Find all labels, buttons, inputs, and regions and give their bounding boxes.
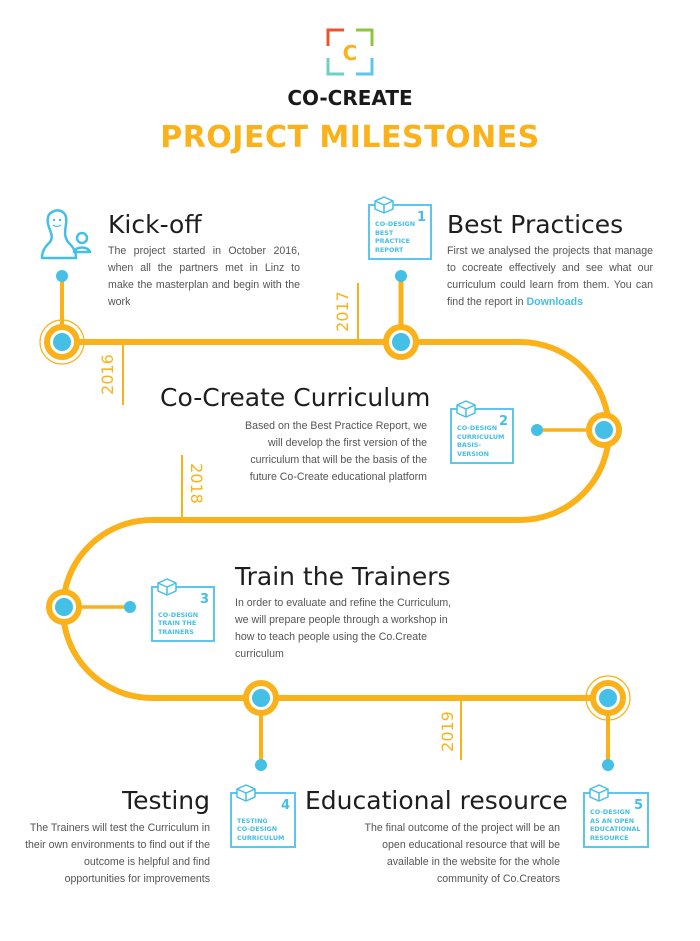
badge-number: 1 bbox=[416, 210, 426, 225]
badge-label: TESTING CO-DESIGN CURRICULUM bbox=[237, 816, 285, 842]
badge-number: 5 bbox=[633, 798, 643, 813]
badge-number: 4 bbox=[280, 798, 290, 813]
milestone-desc-best-practices: First we analysed the projects that mana… bbox=[447, 245, 653, 308]
badge-open-educational-resource: 5 CO-DESIGN AS AN OPEN EDUCATIONAL RESOU… bbox=[583, 784, 649, 848]
logo-letter: C bbox=[343, 41, 358, 65]
milestone-title-kickoff: Kick-off bbox=[108, 210, 202, 239]
box-icon bbox=[236, 784, 256, 802]
badge-train-the-trainers: 3 CO-DESIGN TRAIN THE TRAINERS bbox=[151, 578, 215, 642]
milestone-desc-testing: The Trainers will test the Curriculum in… bbox=[25, 822, 210, 885]
box-icon bbox=[589, 784, 609, 802]
box-icon bbox=[157, 578, 177, 596]
year-label-2017: 2017 bbox=[332, 291, 352, 332]
milestone-desc-train-trainers: In order to evaluate and refine the Curr… bbox=[235, 597, 452, 660]
badge-number: 3 bbox=[199, 592, 209, 607]
badge-number: 2 bbox=[498, 414, 508, 429]
year-label-2018: 2018 bbox=[186, 463, 206, 504]
page-title: PROJECT MILESTONES bbox=[160, 120, 540, 155]
milestone-desc-kickoff: The project started in October 2016, whe… bbox=[108, 245, 300, 308]
badge-label: CO-DESIGN CURRICULUM BASIS-VERSION bbox=[457, 424, 505, 458]
people-icon bbox=[38, 208, 94, 262]
badge-testing-curriculum: 4 TESTING CO-DESIGN CURRICULUM bbox=[230, 784, 296, 848]
logo: C bbox=[326, 28, 374, 76]
year-label-2019: 2019 bbox=[437, 711, 457, 752]
milestone-desc-curriculum: Based on the Best Practice Report, we wi… bbox=[245, 420, 427, 483]
brand-name: CO-CREATE bbox=[287, 86, 413, 110]
year-label-2016: 2016 bbox=[97, 354, 117, 395]
badge-best-practice-report: 1 CO-DESIGN BEST PRACTICE REPORT bbox=[368, 196, 432, 260]
milestone-title-testing: Testing bbox=[122, 786, 210, 815]
box-icon bbox=[456, 400, 476, 418]
milestone-title-curriculum: Co-Create Curriculum bbox=[160, 383, 431, 412]
milestone-title-best-practices: Best Practices bbox=[447, 210, 624, 239]
downloads-link[interactable]: Downloads bbox=[526, 296, 584, 308]
badge-curriculum-basis: 2 CO-DESIGN CURRICULUM BASIS-VERSION bbox=[450, 400, 514, 464]
badge-label: CO-DESIGN TRAIN THE TRAINERS bbox=[158, 610, 199, 636]
box-icon bbox=[374, 196, 394, 214]
milestone-title-train-trainers: Train the Trainers bbox=[235, 562, 451, 591]
timeline-nodes bbox=[44, 270, 626, 771]
milestone-desc-educational-resource: The final outcome of the project will be… bbox=[364, 822, 560, 885]
badge-label: CO-DESIGN BEST PRACTICE REPORT bbox=[375, 220, 416, 254]
milestone-title-educational-resource: Educational resource bbox=[305, 786, 568, 815]
logo-frame-icon: C bbox=[326, 28, 374, 76]
badge-label: CO-DESIGN AS AN OPEN EDUCATIONAL RESOURC… bbox=[590, 808, 641, 842]
